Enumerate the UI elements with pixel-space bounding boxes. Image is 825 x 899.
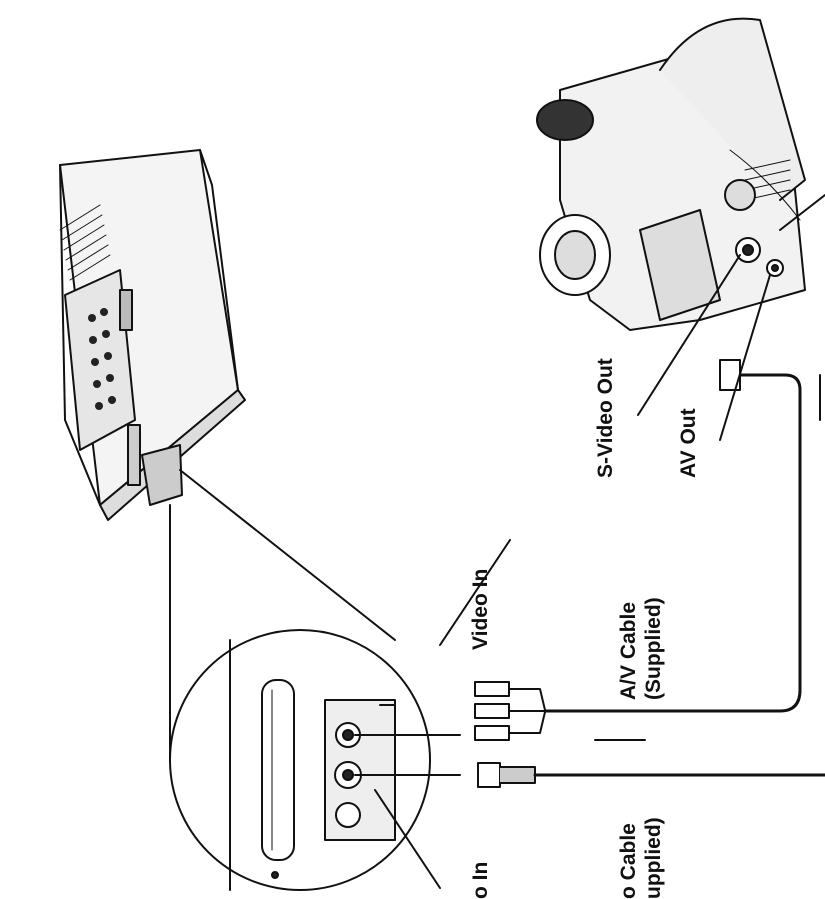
video-printer <box>59 149 246 521</box>
label-video-in: Video In <box>469 569 492 650</box>
label-s-video-out: S-Video Out <box>594 358 617 478</box>
label-av-out: AV Out <box>677 408 700 478</box>
label-av-cable-supplied: (Supplied) <box>642 597 665 700</box>
label-s-video-cable-supplied: upplied) <box>642 817 665 899</box>
s-video-cable <box>354 374 825 788</box>
label-s-video-cable: o Cable <box>617 823 640 899</box>
jack-panel-closeup <box>169 629 431 891</box>
label-av-cable: A/V Cable <box>617 602 640 700</box>
camcorder <box>536 17 806 331</box>
av-cable <box>354 359 802 741</box>
label-s-video-in: o In <box>469 862 492 899</box>
